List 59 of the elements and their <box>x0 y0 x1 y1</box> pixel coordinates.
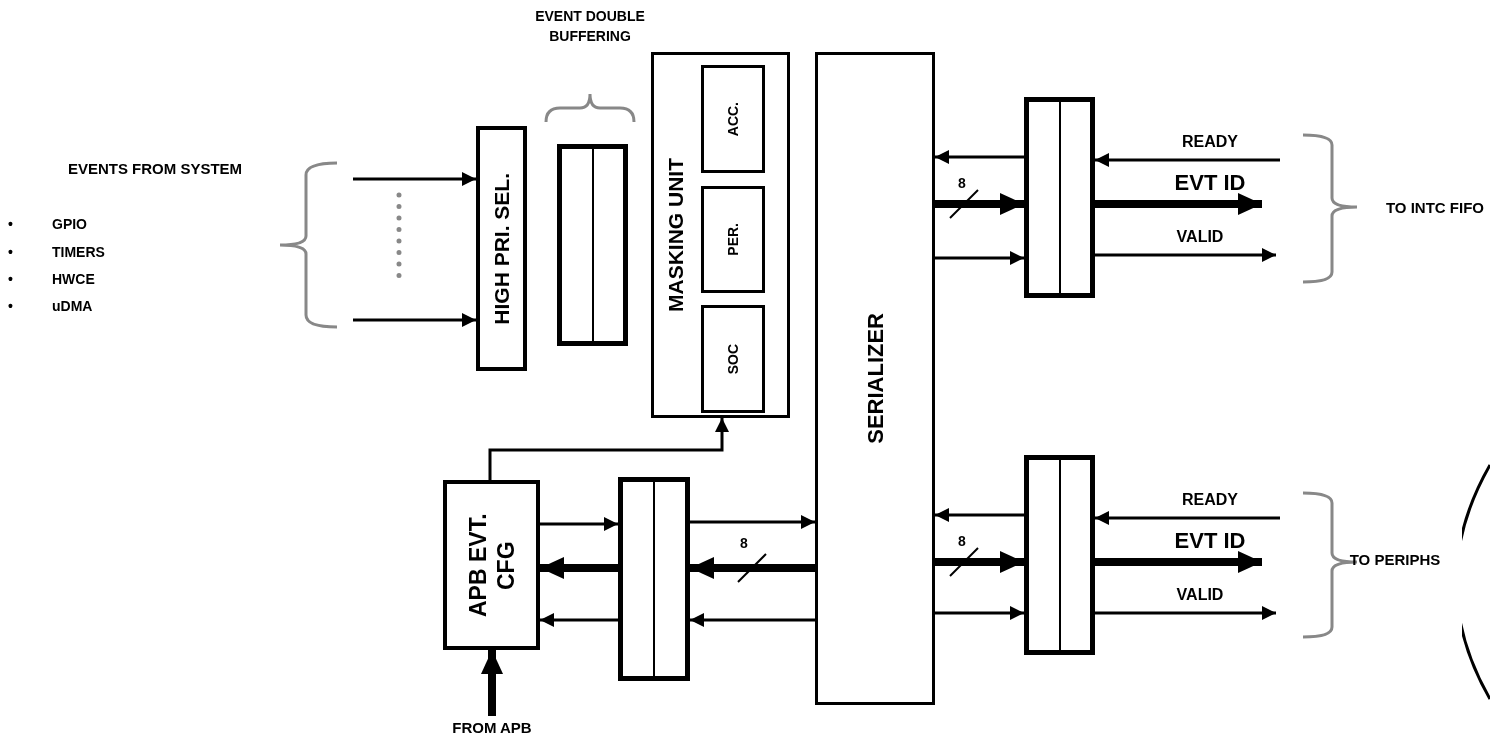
block-label: SOC <box>723 343 742 375</box>
arrow <box>935 551 1024 573</box>
edge-label: VALID <box>1176 587 1224 603</box>
arrow <box>690 557 815 579</box>
edge-label: EVT ID <box>1174 172 1246 194</box>
fifo-register <box>618 477 690 681</box>
output-label: TO PERIPHS <box>1348 550 1442 570</box>
edge-label: 8 <box>958 534 966 548</box>
list-item: uDMA <box>52 297 93 316</box>
selector-block <box>476 126 527 371</box>
config-block <box>443 480 540 650</box>
edge-label: READY <box>1182 492 1238 508</box>
edge-label: EVT ID <box>1174 530 1246 552</box>
arrow <box>540 613 618 627</box>
bullet: • <box>8 215 13 234</box>
block-label: FROM APB <box>452 717 532 738</box>
annotation-text: EVENT DOUBLE BUFFERING <box>534 7 646 46</box>
list-item: TIMERS <box>52 243 105 262</box>
arrow <box>1095 606 1276 620</box>
sub-block <box>701 186 765 293</box>
bullet: • <box>8 270 13 289</box>
arrow <box>353 172 476 186</box>
sub-block <box>701 305 765 413</box>
heading-text: EVENTS FROM SYSTEM <box>66 159 244 179</box>
sub-block <box>701 65 765 173</box>
edge-label: READY <box>1182 134 1238 150</box>
list-item: HWCE <box>52 270 95 289</box>
list-item: GPIO <box>52 215 87 234</box>
arrow <box>540 557 618 579</box>
bullet: • <box>8 243 13 262</box>
fifo-register <box>1024 97 1095 298</box>
bullet: • <box>8 297 13 316</box>
serializer-block <box>815 52 935 705</box>
block-label: APB EVT. CFG <box>463 512 520 619</box>
arrow <box>1095 153 1280 167</box>
arrow <box>690 613 815 627</box>
block-label: SERIALIZER <box>861 313 889 444</box>
block-label: ACC. <box>723 101 742 137</box>
arrow <box>935 150 1024 164</box>
arrow <box>540 517 618 531</box>
block-label: HIGH PRI. SEL. <box>488 172 514 325</box>
arrow <box>353 313 476 327</box>
arrow <box>935 251 1024 265</box>
arrow <box>935 193 1024 215</box>
block-label: PER. <box>723 223 742 256</box>
double-buffer-register <box>557 144 628 346</box>
arrow <box>1095 511 1280 525</box>
arrow <box>935 606 1024 620</box>
output-label: TO INTC FIFO <box>1384 198 1486 218</box>
arrow <box>1095 248 1276 262</box>
edge-label: 8 <box>958 176 966 190</box>
arrow <box>488 418 729 480</box>
fifo-register <box>1024 455 1095 655</box>
block-label: MASKING UNIT <box>663 157 689 314</box>
arrow <box>935 508 1024 522</box>
edge-label: 8 <box>740 536 748 550</box>
arrow <box>690 515 815 529</box>
edge-label: VALID <box>1176 229 1224 245</box>
masking-unit-block <box>651 52 790 418</box>
